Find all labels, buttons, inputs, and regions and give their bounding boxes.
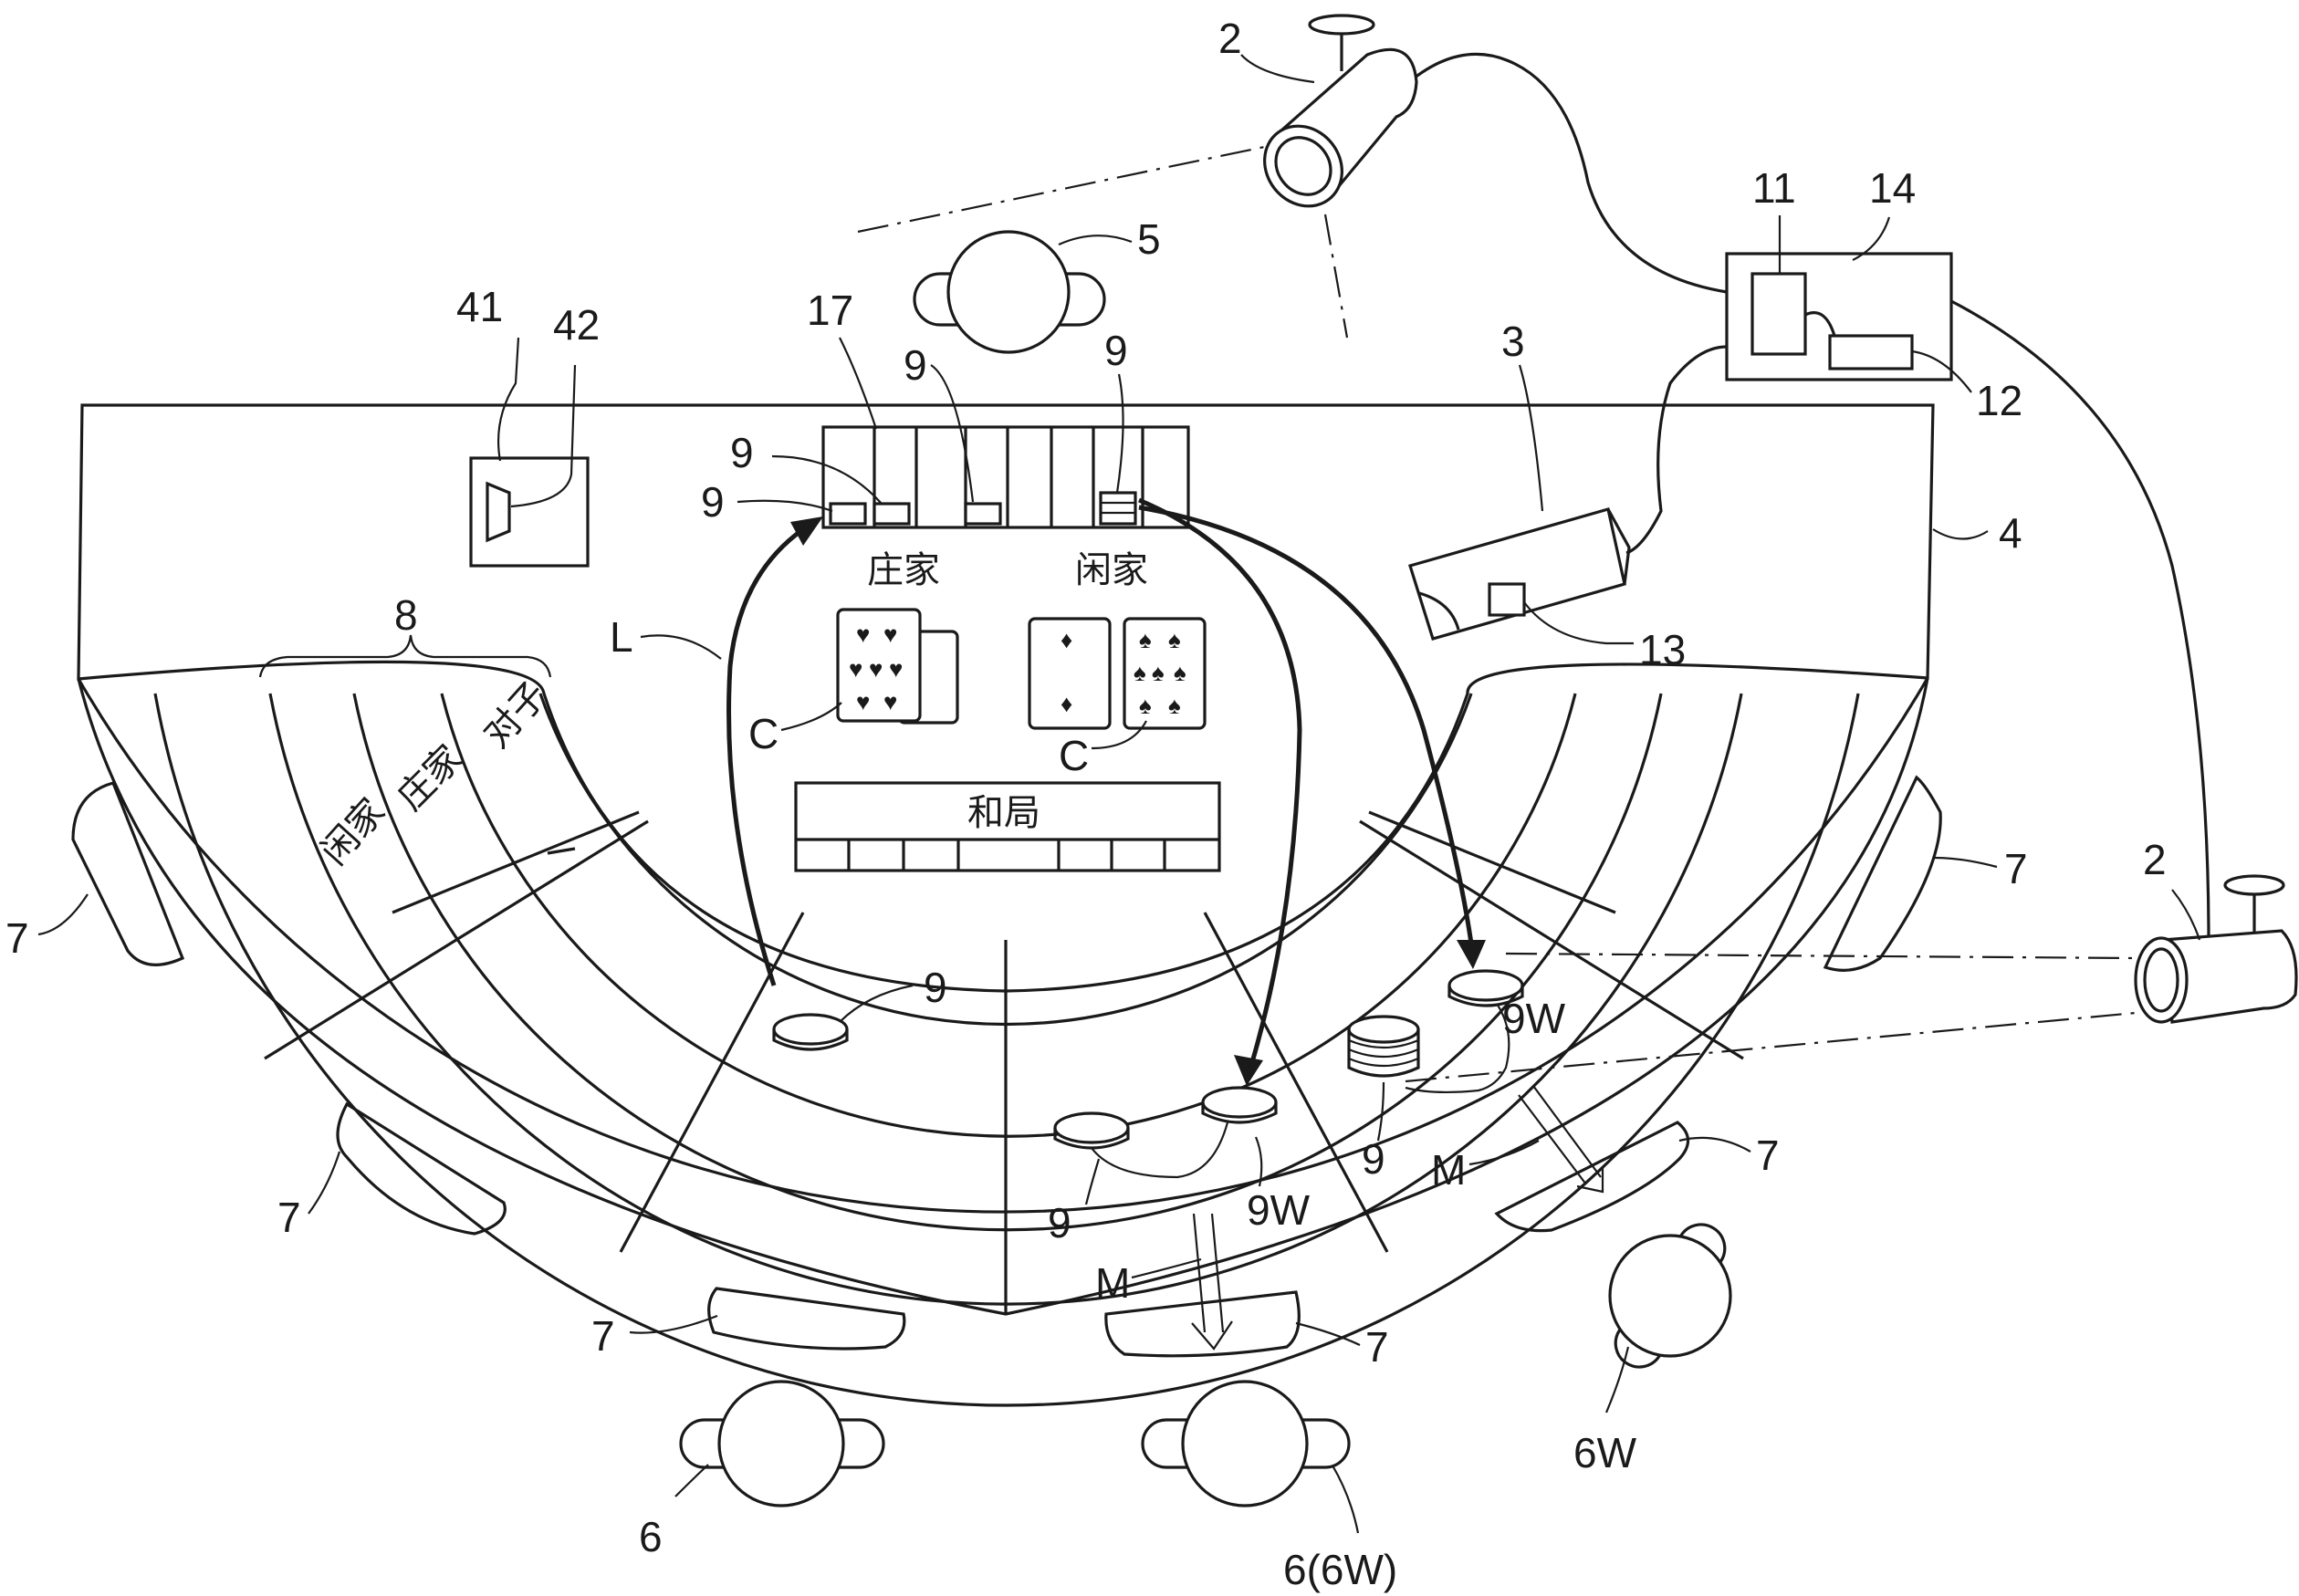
label-41: 41: [456, 283, 503, 330]
label-9-stack: 9: [1362, 1135, 1385, 1183]
heart-icon: ♥: [856, 621, 870, 648]
segment-label-pair: 对子: [476, 674, 555, 756]
spade-icon: ♠: [1152, 659, 1165, 686]
label-11: 11: [1752, 164, 1796, 212]
spade-icon: ♠: [1168, 692, 1181, 719]
label-6w: 6W: [1573, 1429, 1637, 1476]
label-6-6w: 6(6W): [1283, 1546, 1397, 1593]
controller-box: 11 14 12: [1725, 164, 2022, 424]
label-7-b: 7: [277, 1194, 301, 1241]
heart-icon: ♥: [883, 688, 897, 715]
spade-icon: ♠: [1168, 626, 1181, 653]
heart-icon: ♥: [849, 655, 862, 683]
label-7-a: 7: [5, 914, 29, 962]
movement-arrows: [726, 497, 1604, 1351]
banker-label: 庄家: [867, 550, 940, 590]
label-14: 14: [1869, 164, 1916, 212]
segment-label-player: 闲家: [314, 791, 392, 872]
player-label: 闲家: [1075, 550, 1148, 590]
label-7-e: 7: [1756, 1132, 1780, 1179]
label-9-table: 9: [924, 964, 947, 1011]
player-card-two-diamonds: [1028, 617, 1112, 730]
cables: [1402, 52, 2210, 941]
camera-right: 2: [1405, 836, 2298, 1083]
camera-top: 2: [857, 14, 1418, 339]
heart-icon: ♥: [889, 655, 903, 683]
label-42: 42: [553, 301, 600, 349]
label-9-bottom: 9: [1048, 1199, 1071, 1247]
label-C-right: C: [1059, 732, 1089, 779]
label-9w-a: 9W: [1502, 995, 1566, 1042]
label-9w-b: 9W: [1247, 1186, 1311, 1234]
label-4: 4: [1999, 509, 2022, 557]
label-5: 5: [1137, 215, 1161, 263]
tie-label: 和局: [967, 793, 1040, 833]
monitor: 41 42: [456, 283, 600, 568]
label-9-a: 9: [904, 341, 927, 389]
bet-segment-labels: 对子 庄家 闲家: [314, 674, 555, 872]
label-2-top: 2: [1218, 15, 1242, 62]
label-3: 3: [1501, 318, 1525, 365]
spade-icon: ♠: [1139, 692, 1152, 719]
bet-area-bracket: 8: [258, 591, 552, 678]
label-9-d: 9: [701, 478, 725, 526]
label-17: 17: [807, 287, 853, 334]
label-M-b: M: [1431, 1146, 1466, 1194]
label-9-b: 9: [1104, 327, 1128, 374]
player-card-spades: [1123, 617, 1207, 730]
label-7-f: 7: [2004, 845, 2028, 892]
label-L: L: [610, 613, 633, 661]
diamond-icon: ♦: [1061, 690, 1072, 717]
dealer-zone: 庄家 闲家 ♥ ♥ ♥ ♥ ♥ ♥ ♥ ♦ ♦ ♠ ♠ ♠ ♠ ♠ ♠ ♠ 和局: [794, 550, 1221, 872]
label-7-c: 7: [591, 1312, 615, 1360]
label-7-d: 7: [1365, 1323, 1389, 1371]
card-shoe: 3 13: [1407, 318, 1686, 673]
label-12: 12: [1976, 377, 2022, 424]
label-13: 13: [1639, 626, 1686, 673]
label-6: 6: [639, 1513, 663, 1560]
label-2-right: 2: [2143, 836, 2167, 883]
label-C-left: C: [748, 710, 779, 757]
label-M-a: M: [1095, 1259, 1130, 1307]
chip-tray: [821, 425, 1190, 529]
heart-icon: ♥: [869, 655, 883, 683]
spade-icon: ♠: [1134, 659, 1146, 686]
tie-box: [794, 781, 1221, 872]
reference-labels: 17 9 9 9 9 9 9 9 9W 9W 4 L C C 7 7 7: [5, 287, 2028, 1371]
heart-icon: ♥: [856, 688, 870, 715]
label-8: 8: [394, 591, 418, 639]
players: 6 6(6W) 6W: [639, 1223, 1732, 1593]
spade-icon: ♠: [1139, 626, 1152, 653]
label-9-c: 9: [730, 429, 754, 476]
table-chips: [772, 969, 1524, 1150]
diamond-icon: ♦: [1061, 626, 1072, 653]
banker-card-nine-hearts: [836, 608, 922, 723]
spade-icon: ♠: [1174, 659, 1186, 686]
dealer-figure: 5: [913, 215, 1161, 354]
heart-icon: ♥: [883, 621, 897, 648]
